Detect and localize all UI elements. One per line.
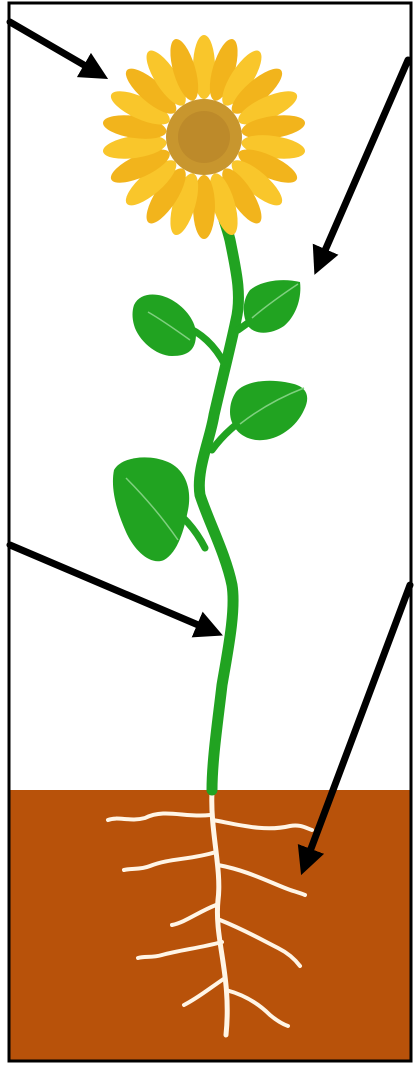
flower-center-inner <box>178 111 230 163</box>
soil <box>10 790 410 1060</box>
